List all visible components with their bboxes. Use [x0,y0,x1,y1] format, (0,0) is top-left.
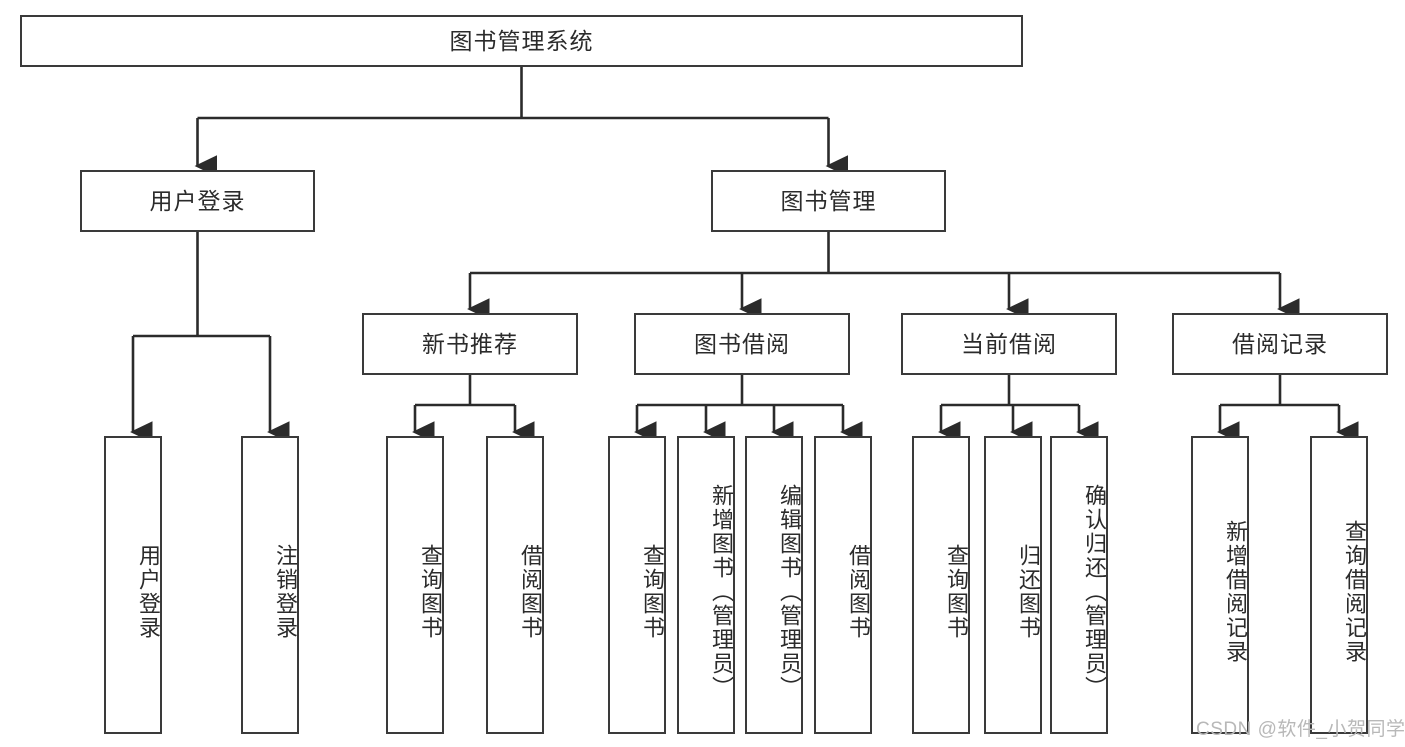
node-label: 用户登录 [149,187,246,214]
node-label: 当前借阅 [961,330,1057,357]
node-leaf-edit-book-admin[interactable]: 编辑图书（管理员） [745,436,803,734]
node-label: 新增借阅记录 [1223,520,1248,664]
node-label: 图书管理系统 [449,27,594,54]
node-leaf-query-book-borrow[interactable]: 查询图书 [608,436,666,734]
node-label: 查询图书 [418,544,443,640]
node-leaf-logout-login[interactable]: 注销登录 [241,436,299,734]
node-label: 查询图书 [640,544,665,640]
node-current-borrow[interactable]: 当前借阅 [901,313,1117,375]
node-leaf-confirm-return-admin[interactable]: 确认归还（管理员） [1050,436,1108,734]
node-borrow-record[interactable]: 借阅记录 [1172,313,1388,375]
node-leaf-borrow-book-rec[interactable]: 借阅图书 [486,436,544,734]
node-leaf-borrow-book[interactable]: 借阅图书 [814,436,872,734]
node-leaf-user-login[interactable]: 用户登录 [104,436,162,734]
node-leaf-add-borrow-record[interactable]: 新增借阅记录 [1191,436,1249,734]
node-new-book-recommend[interactable]: 新书推荐 [362,313,578,375]
node-label: 新书推荐 [422,330,518,357]
node-label: 查询借阅记录 [1342,520,1367,664]
node-leaf-add-book-admin[interactable]: 新增图书（管理员） [677,436,735,734]
node-label: 借阅图书 [846,544,871,640]
node-label: 新增图书（管理员） [709,484,734,700]
node-user-login[interactable]: 用户登录 [80,170,315,232]
node-leaf-query-book-rec[interactable]: 查询图书 [386,436,444,734]
node-leaf-query-book-cur[interactable]: 查询图书 [912,436,970,734]
node-label: 借阅图书 [518,544,543,640]
node-leaf-return-book[interactable]: 归还图书 [984,436,1042,734]
node-label: 用户登录 [136,544,161,640]
node-book-borrow[interactable]: 图书借阅 [634,313,850,375]
node-label: 图书借阅 [694,330,790,357]
node-label: 归还图书 [1016,544,1041,640]
node-label: 确认归还（管理员） [1082,484,1107,700]
node-label: 编辑图书（管理员） [777,484,802,700]
node-root[interactable]: 图书管理系统 [20,15,1023,67]
node-label: 借阅记录 [1232,330,1328,357]
csdn-watermark: CSDN @软件_小贺同学 [1196,719,1405,740]
node-leaf-query-borrow-record[interactable]: 查询借阅记录 [1310,436,1368,734]
node-label: 注销登录 [273,544,298,640]
node-label: 查询图书 [944,544,969,640]
node-book-manage[interactable]: 图书管理 [711,170,946,232]
node-label: 图书管理 [780,187,877,214]
